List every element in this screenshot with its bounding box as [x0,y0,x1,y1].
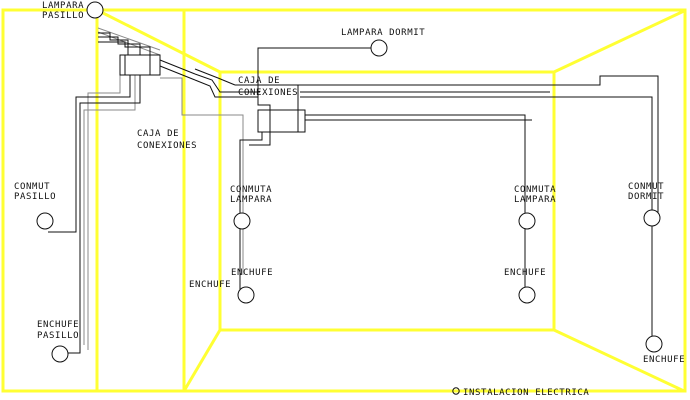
label-conmuta-lampara-der-2: LAMPARA [514,195,556,205]
dark-wiring [48,32,659,354]
label-conmut-dormit-2: DORMIT [628,192,664,202]
devices [36,1,663,363]
corner-tl [98,9,221,74]
junction-box-pasillo [119,54,161,76]
diagram-title: INSTALACION ELECTRICA [463,388,589,398]
label-enchufe-pasillo-1: ENCHUFE [37,320,79,330]
label-enchufe-der: ENCHUFE [504,268,546,278]
enchufe-izq-icon [237,286,255,304]
label-enchufe-izq-a: ENCHUFE [231,268,273,278]
label-caja-dormit-2: CONEXIONES [238,88,298,98]
corner-tr [553,9,685,74]
walls [1,8,687,393]
bedroom-back-wall [218,70,556,332]
label-conmut-pasillo-2: PASILLO [14,192,56,202]
enchufe-pasillo-icon [51,345,69,363]
corner-br [553,328,685,393]
label-enchufe-pasillo-2: PASILLO [37,331,79,341]
bedroom-wall-outer [184,8,687,393]
label-conmut-pasillo-1: CONMUT [14,182,50,192]
corner-bl [182,329,222,392]
label-conmuta-lampara-izq-2: LAMPARA [230,195,272,205]
enchufe-pared-der-icon [645,335,663,353]
conmuta-lampara-der-icon [518,212,536,230]
lampara-dormit-icon [370,39,388,57]
conmut-dormit-icon [643,209,661,227]
conmuta-lampara-izq-icon [233,212,251,230]
label-caja-pasillo-2: CONEXIONES [137,141,197,151]
label-lampara-pasillo-1: LAMPARA [42,1,84,11]
label-lampara-dormit: LAMPARA DORMIT [341,28,425,38]
conmut-pasillo-icon [36,212,54,230]
label-caja-dormit-1: CAJA DE [238,76,280,86]
label-enchufe-pared-der: ENCHUFE [643,355,685,365]
enchufe-der-icon [518,286,536,304]
label-conmuta-lampara-izq-1: CONMUTA [230,185,272,195]
label-enchufe-izq-b: ENCHUFE [189,280,231,290]
junction-box-dormit [257,109,306,133]
label-conmuta-lampara-der-1: CONMUTA [514,185,556,195]
lampara-pasillo-icon [86,1,104,19]
title-bullet-icon [452,387,460,395]
label-caja-pasillo-1: CAJA DE [137,129,179,139]
label-conmut-dormit-1: CONMUT [628,182,664,192]
label-lampara-pasillo-2: PASILLO [42,11,84,21]
